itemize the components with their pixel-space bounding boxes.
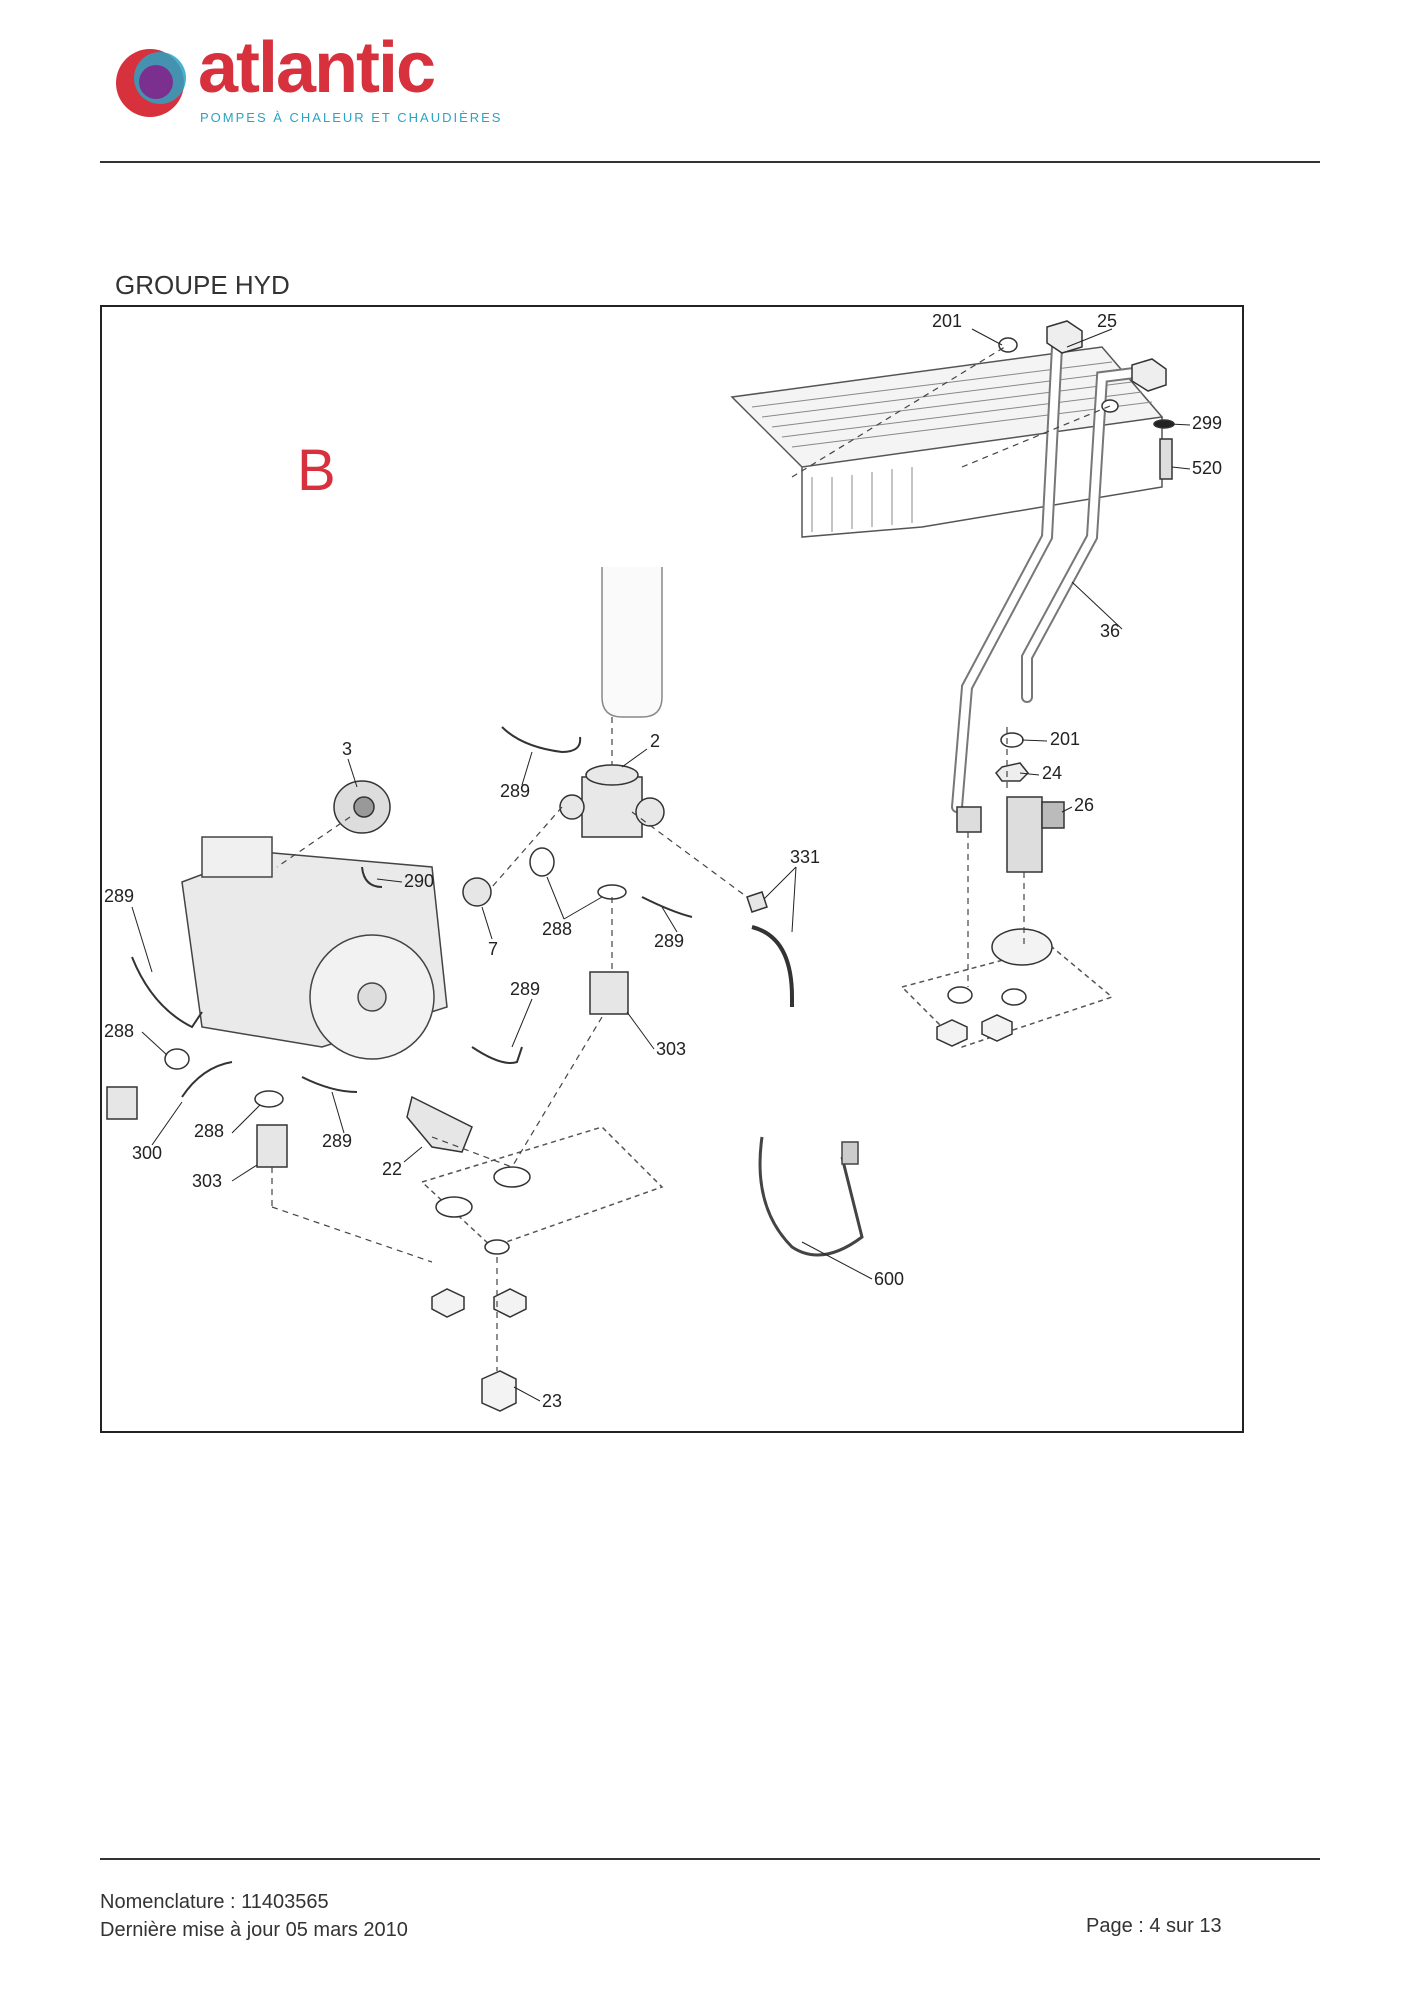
callout-7: 7 [488,939,498,959]
callout-leaders [131,328,1191,1402]
section-title: GROUPE HYD [115,270,290,300]
hose-331 [751,925,794,1007]
nut-bottom-a [431,1288,465,1318]
callout-331: 331 [790,847,820,867]
clip-290 [361,866,383,888]
nut-right-b [981,1014,1013,1042]
clip-289-right [471,1046,523,1064]
clip-289-top [501,726,582,754]
nut-right [1131,358,1167,392]
brand-tagline: POMPES À CHALEUR ET CHAUDIÈRES [200,110,503,125]
callout-25: 25 [1097,311,1117,331]
nomenclature-label: Nomenclature : 11403565 [100,1891,329,1913]
callout-36: 36 [1100,621,1120,641]
fitting-23 [481,1370,517,1412]
gasket-bottom-b [493,1166,531,1188]
callout-289-d: 289 [510,979,540,999]
callout-24: 24 [1042,763,1062,783]
sensor-520 [1159,438,1173,480]
diagram-canvas: B [104,311,1222,1412]
washer-288-mid [597,884,627,900]
part-callouts: 201 25 299 520 36 201 24 26 3 2 289 331 … [104,311,1222,1411]
callout-289-b: 289 [104,886,134,906]
callout-2: 2 [650,731,660,751]
header-divider [100,161,1320,163]
callout-600: 600 [874,1269,904,1289]
footer-divider [100,1858,1320,1860]
callout-303-a: 303 [656,1039,686,1059]
callout-288-c: 288 [194,1121,224,1141]
nut-bottom-b [493,1288,527,1318]
oring-288-left [164,1048,190,1070]
page-number: Page : 4 sur 13 [1086,1915,1222,1937]
nut-right-a [936,1019,968,1047]
callout-289-c: 289 [654,931,684,951]
fitting-303-b [256,1124,288,1168]
flange-right [991,928,1053,966]
nut-24 [995,762,1030,782]
circulator-pump [181,836,448,1060]
brand-name: atlantic [198,28,436,108]
oring-288-a [529,847,555,877]
clip-289-bottom [301,1076,358,1093]
plug-300 [106,1086,138,1120]
callout-303-b: 303 [192,1171,222,1191]
sensor-331 [746,891,768,913]
callout-299: 299 [1192,413,1222,433]
exploded-view-diagram: B [100,305,1244,1433]
fitting-303-a [589,971,629,1015]
callout-201-mid: 201 [1050,729,1080,749]
callout-201-top: 201 [932,311,962,331]
assembly-lines [271,344,1111,1371]
washer-201-top [998,337,1018,353]
callout-290: 290 [404,871,434,891]
mounting-plate-bottom [420,1126,664,1248]
pipe-vertical [601,567,663,718]
washer-right [1101,399,1119,413]
clip-300 [181,1061,233,1098]
gasket-bottom-a [435,1196,473,1218]
washer-288-bottom [254,1090,284,1108]
callout-300: 300 [132,1143,162,1163]
callout-288-b: 288 [104,1021,134,1041]
clip-289-mid [641,896,693,918]
callout-26: 26 [1074,795,1094,815]
callout-289-e: 289 [322,1131,352,1151]
three-way-valve-2 [559,764,665,838]
cable-600 [758,1136,864,1257]
callout-3: 3 [342,739,352,759]
washer-bottom [484,1239,510,1255]
callout-289-a: 289 [500,781,530,801]
last-update-label: Dernière mise à jour 05 mars 2010 [100,1919,408,1941]
diagram-letter: B [297,438,336,503]
gasket-right-a [947,986,973,1004]
callout-520: 520 [1192,458,1222,478]
callout-22: 22 [382,1159,402,1179]
washer-201-mid [1000,732,1024,748]
drain-valve-22 [406,1095,473,1153]
callout-23: 23 [542,1391,562,1411]
pipe-36 [1021,366,1148,703]
atlantic-logo: atlantic POMPES À CHALEUR ET CHAUDIÈRES [110,28,500,130]
clip-289-left [131,956,203,1029]
callout-288-a: 288 [542,919,572,939]
gasket-right-b [1001,988,1027,1006]
pipe-fitting-left [956,806,982,833]
filter-7 [462,877,492,907]
logo-mark-icon [116,49,186,117]
pressure-sensor-3 [333,780,391,834]
footer-info: Nomenclature : 11403565 Dernière mise à … [100,1888,408,1944]
valve-26 [1006,796,1043,873]
valve-26-motor [1041,801,1065,829]
